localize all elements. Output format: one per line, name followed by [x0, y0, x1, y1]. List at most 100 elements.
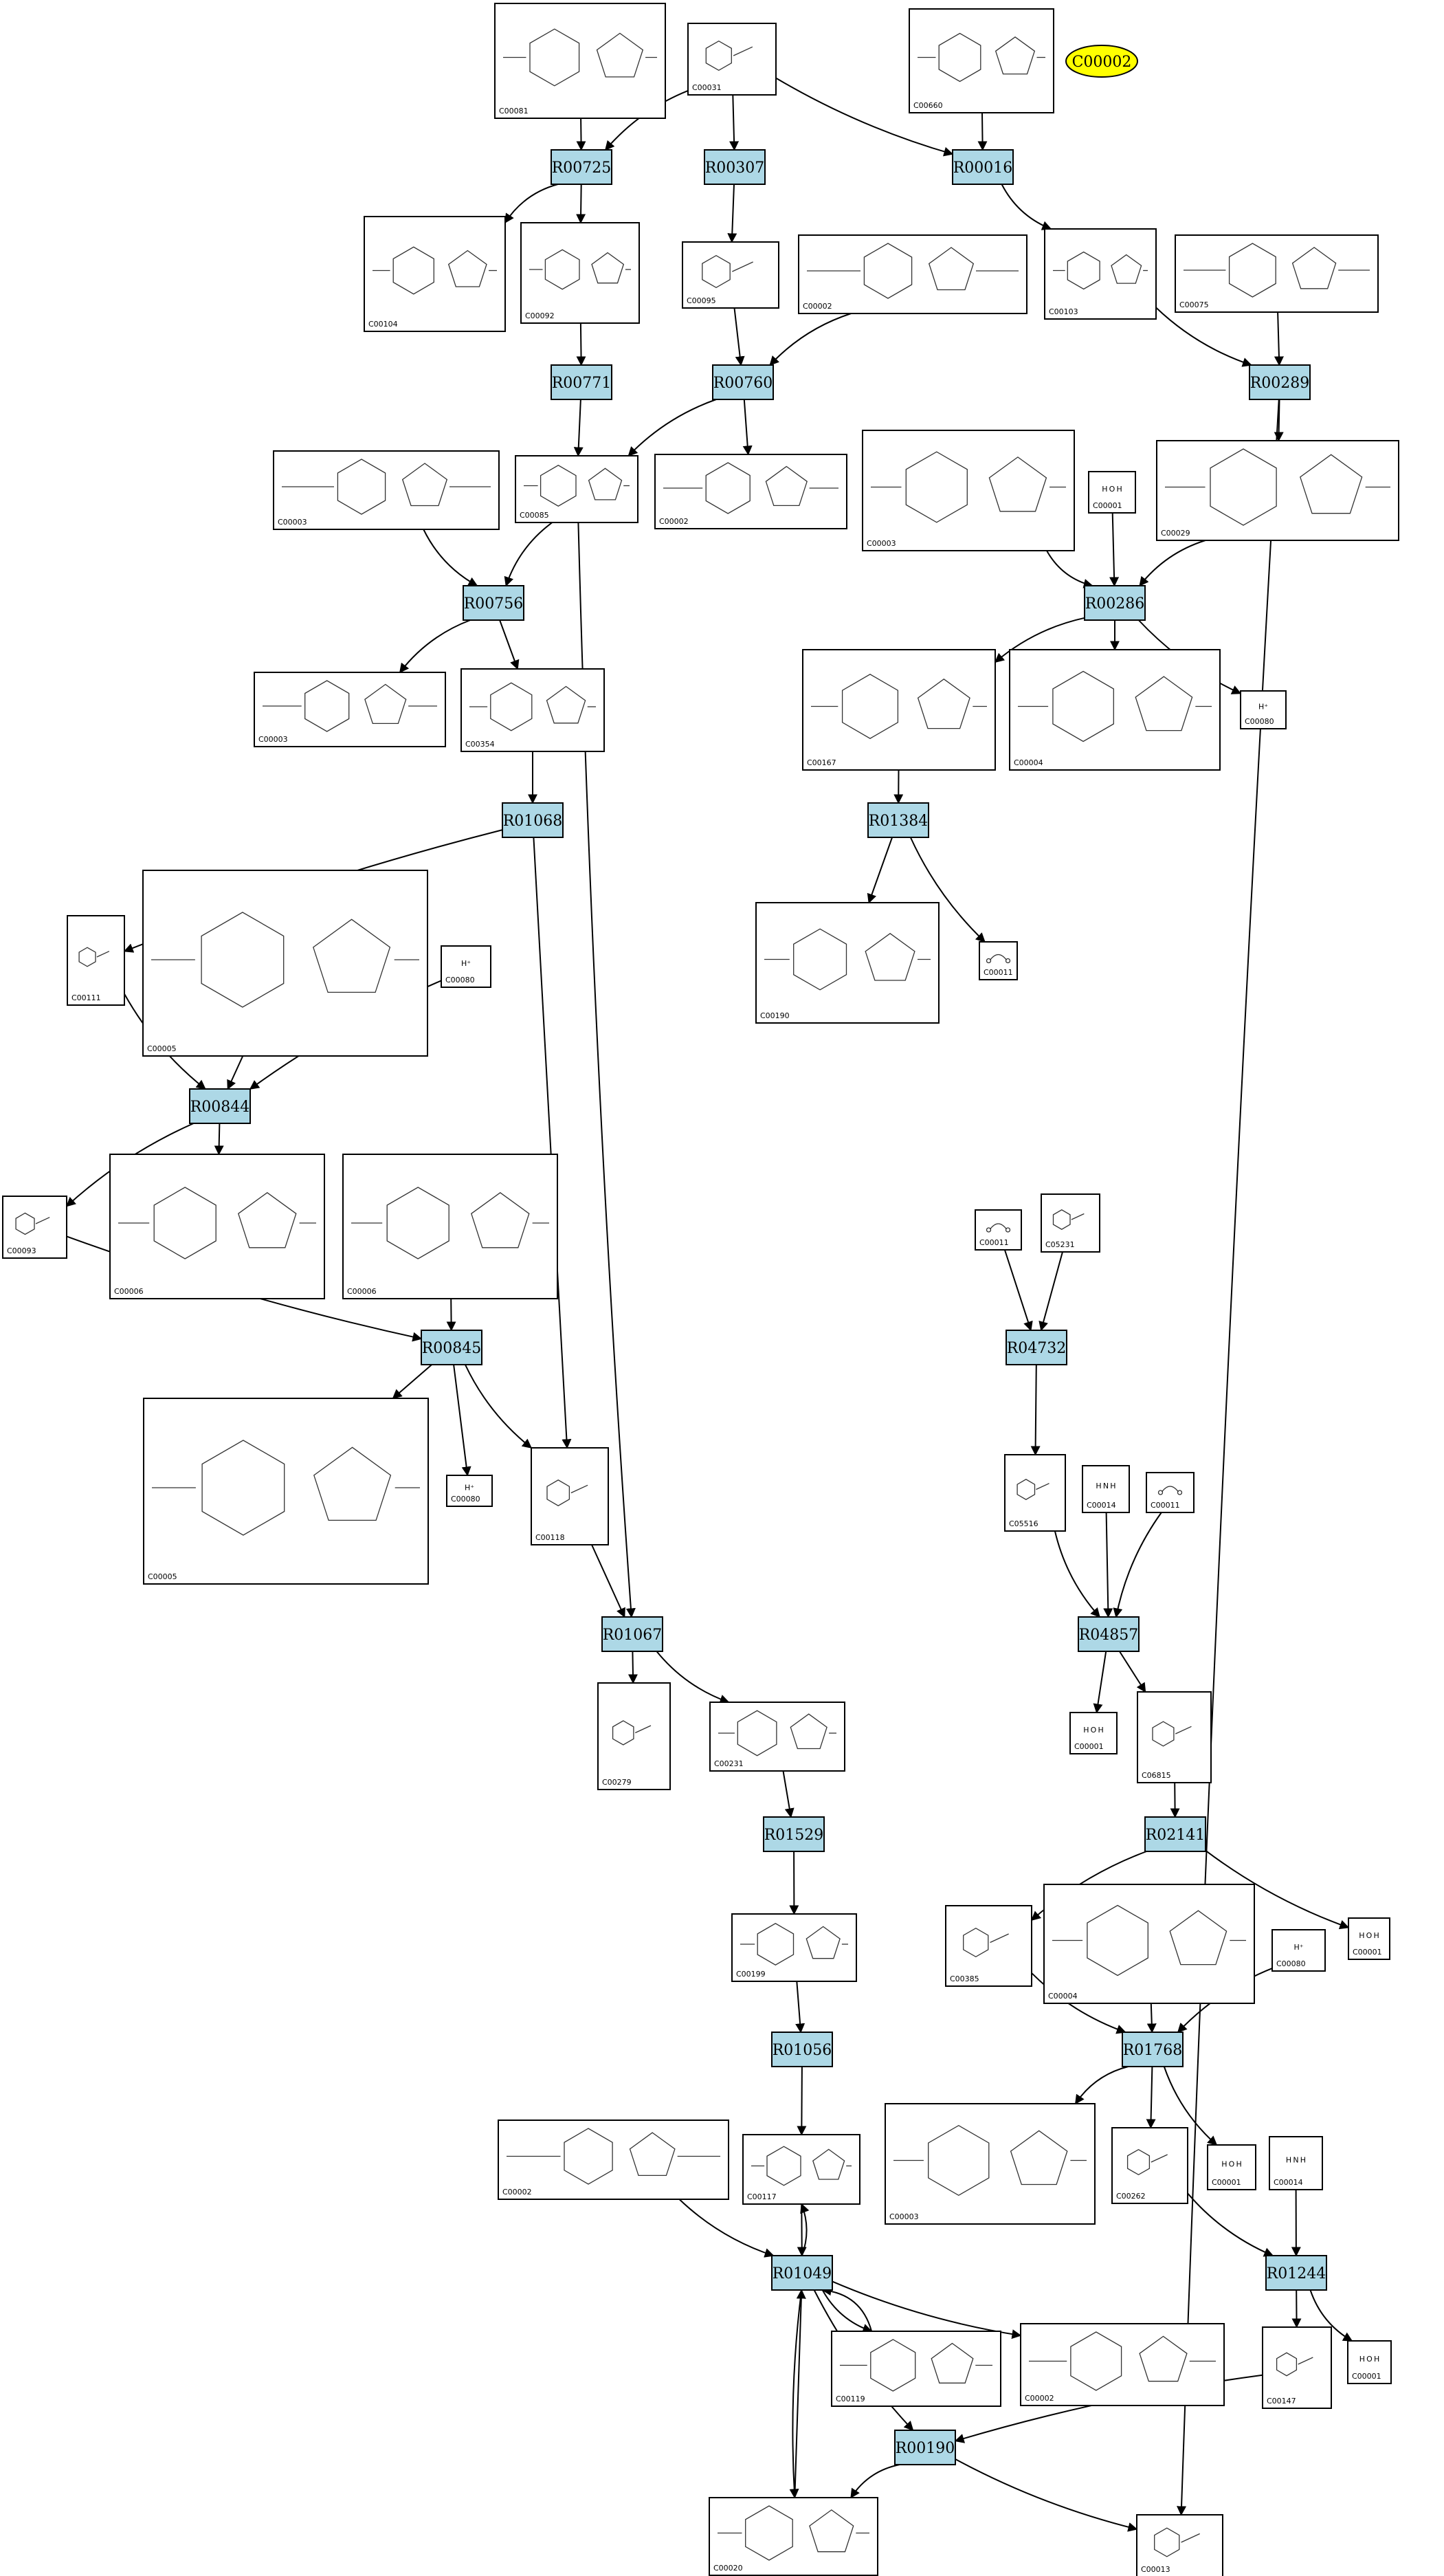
reaction-R00725[interactable]: R00725: [551, 149, 612, 185]
reaction-box: [1006, 1330, 1067, 1365]
reaction-R00844[interactable]: R00844: [189, 1088, 251, 1124]
compound-C00190[interactable]: C00190: [755, 902, 940, 1024]
compound-C00167[interactable]: C00167: [802, 649, 996, 771]
compound-C00660[interactable]: C00660: [909, 8, 1054, 113]
compound-C00080[interactable]: H⁺C00080: [1271, 1929, 1326, 1972]
structure-glyph: [151, 912, 419, 1008]
compound-C00385[interactable]: C00385: [945, 1905, 1032, 1987]
reaction-R01384[interactable]: R01384: [867, 802, 929, 838]
reaction-R01068[interactable]: R01068: [502, 802, 564, 838]
compound-C00005[interactable]: C00005: [142, 870, 428, 1057]
compound-id: C00385: [950, 1974, 979, 1983]
compound-C00003[interactable]: C00003: [273, 450, 500, 530]
compound-C00104[interactable]: C00104: [364, 216, 506, 332]
reaction-R00756[interactable]: R00756: [463, 585, 524, 621]
compound-C00080[interactable]: H⁺C00080: [1240, 690, 1287, 729]
structure-glyph: [918, 32, 1045, 82]
compound-box: [109, 1154, 325, 1299]
edge-c14-R00286: [1109, 512, 1120, 587]
compound-C00002[interactable]: C00002: [498, 2120, 729, 2200]
structure-glyph: [529, 249, 631, 290]
reaction-R04857[interactable]: R04857: [1078, 1616, 1140, 1652]
reaction-R00190[interactable]: R00190: [894, 2430, 956, 2465]
compound-C00003[interactable]: C00003: [254, 672, 446, 747]
reaction-R01056[interactable]: R01056: [771, 2032, 833, 2067]
compound-C00085[interactable]: C00085: [515, 455, 638, 523]
edge-c52-R01049: [821, 2286, 873, 2332]
reaction-R01244[interactable]: R01244: [1265, 2255, 1327, 2291]
compound-C00006[interactable]: C00006: [109, 1154, 325, 1299]
reaction-R00289[interactable]: R00289: [1249, 364, 1311, 400]
compound-C00011[interactable]: C00011: [975, 1209, 1022, 1251]
reaction-R01067[interactable]: R01067: [601, 1616, 663, 1652]
edge-R00307-c06: [727, 184, 737, 243]
reaction-R01049[interactable]: R01049: [771, 2255, 833, 2291]
reaction-R04732[interactable]: R04732: [1006, 1330, 1067, 1365]
compound-C00011[interactable]: C00011: [1146, 1472, 1195, 1513]
compound-C00004[interactable]: C00004: [1043, 1884, 1255, 2004]
reaction-R01529[interactable]: R01529: [763, 1816, 825, 1852]
compound-C00029[interactable]: C00029: [1156, 440, 1399, 541]
compound-C00354[interactable]: C00354: [460, 668, 605, 752]
compound-C00011[interactable]: C00011: [979, 941, 1018, 980]
edge-R00190-c57: [955, 2458, 1138, 2532]
structure-glyph: [1126, 2148, 1168, 2176]
compound-C00031[interactable]: C00031: [687, 23, 777, 96]
compound-C00003[interactable]: C00003: [885, 2103, 1096, 2225]
reaction-R00016[interactable]: R00016: [952, 149, 1014, 185]
compound-id: C00003: [867, 539, 896, 548]
compound-C00117[interactable]: C00117: [742, 2134, 860, 2205]
compound-C05231[interactable]: C05231: [1041, 1193, 1100, 1253]
compound-C00093[interactable]: C00093: [2, 1196, 67, 1259]
compound-C00075[interactable]: C00075: [1175, 234, 1379, 313]
reaction-R01768[interactable]: R01768: [1122, 2032, 1184, 2067]
reaction-box: [1078, 1616, 1140, 1652]
compound-C00002[interactable]: C00002: [1020, 2323, 1225, 2406]
reaction-id: R01056: [773, 2042, 832, 2059]
reaction-R00845[interactable]: R00845: [421, 1330, 482, 1365]
compound-C00119[interactable]: C00119: [831, 2331, 1001, 2407]
reaction-R00307[interactable]: R00307: [704, 149, 766, 185]
compound-C00002[interactable]: C00002: [654, 454, 847, 529]
compound-C00080[interactable]: H⁺C00080: [446, 1475, 493, 1507]
compound-C00092[interactable]: C00092: [520, 222, 640, 324]
compound-C00262[interactable]: C00262: [1111, 2127, 1188, 2204]
reaction-box: [952, 149, 1014, 185]
reaction-R00771[interactable]: R00771: [551, 364, 612, 400]
reaction-R00760[interactable]: R00760: [712, 364, 774, 400]
compound-C00020[interactable]: C00020: [709, 2497, 878, 2576]
compound-C00103[interactable]: C00103: [1044, 228, 1157, 320]
compound-C06815[interactable]: C06815: [1137, 1691, 1212, 1783]
compound-C00279[interactable]: C00279: [597, 1682, 671, 1790]
compound-C00004[interactable]: C00004: [1009, 649, 1221, 771]
compound-C00006[interactable]: C00006: [342, 1154, 558, 1299]
reaction-R02141[interactable]: R02141: [1144, 1816, 1206, 1852]
compound-C00002[interactable]: C00002: [798, 234, 1028, 314]
compound-C00199[interactable]: C00199: [731, 1913, 857, 1982]
compound-C00080[interactable]: H⁺C00080: [441, 945, 491, 988]
compound-C00003[interactable]: C00003: [862, 430, 1075, 551]
compound-id: C00005: [148, 1572, 177, 1581]
reaction-id: R00016: [953, 159, 1013, 177]
compound-C00147[interactable]: C00147: [1262, 2326, 1332, 2409]
compound-C00231[interactable]: C00231: [709, 1702, 845, 1772]
compound-C00005[interactable]: C00005: [143, 1398, 429, 1585]
structure-glyph: [1154, 2527, 1200, 2557]
highlight-C00002[interactable]: C00002: [1065, 45, 1138, 78]
compound-C00095[interactable]: C00095: [682, 241, 779, 309]
compound-C05516[interactable]: C05516: [1004, 1454, 1066, 1532]
compound-C00081[interactable]: C00081: [494, 3, 666, 119]
compound-C00111[interactable]: C00111: [67, 915, 125, 1006]
compound-C00118[interactable]: C00118: [531, 1447, 609, 1545]
compound-id: C00279: [602, 1778, 632, 1787]
compound-id: C00167: [807, 758, 836, 767]
compound-C00013[interactable]: C00013: [1136, 2514, 1223, 2576]
reaction-R00286[interactable]: R00286: [1084, 585, 1146, 621]
